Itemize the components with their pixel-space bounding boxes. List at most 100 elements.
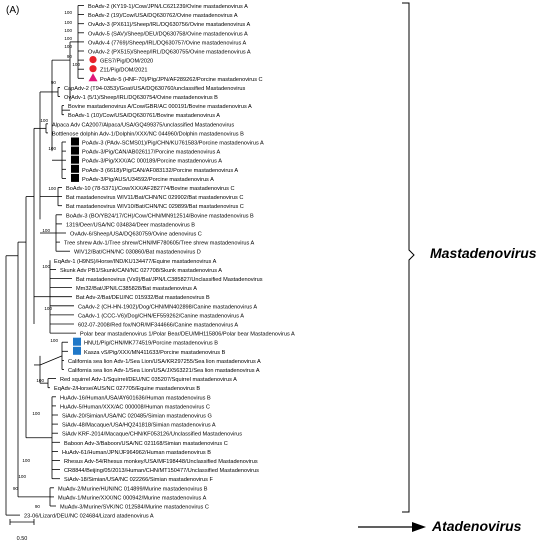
bootstrap-value: 100 [72, 62, 80, 67]
bootstrap-value: 100 [22, 458, 30, 463]
bootstrap-value: 100 [40, 118, 48, 123]
taxon-label: GES7/Pig/DOM/2020 [100, 59, 153, 65]
scale-bar: 0.50 [9, 519, 35, 542]
taxon-label: Mm32/Bat/JPN/LC385828/Bat mastadenovirus… [76, 286, 197, 292]
taxon-label: BoAdv-1 (10)/Cow/USA/DQ630761/Bovine mas… [68, 113, 220, 119]
taxon-label: CapAdv-2 (T94-0353)/Goat/USA/DQ630760/un… [64, 86, 245, 92]
taxon-label: Alpaca Adv CA2007/Alpaca/USA/GQ499375/un… [52, 122, 234, 128]
bootstrap-value: 90 [67, 54, 73, 59]
taxon-label: OvAdv-5 (SAV)/Sheep/DEU/DQ630758/Ovine m… [88, 31, 248, 37]
taxon-label: BoAdv-2 (KY19-1)/Cow/JPN/LC621239/Ovine … [88, 4, 248, 10]
taxon-label: MuAdv-1/Murine/XXX/NC 000942/Murine mast… [58, 495, 207, 501]
taxon-label: Bottlenose dolphin Adv-1/Dolphin/XXX/NC … [52, 131, 244, 137]
blue-square-marker-icon [73, 337, 81, 346]
bootstrap-value: 100 [64, 10, 72, 15]
branch-line [39, 355, 63, 366]
taxon-label: OvAdv-1 (5/1)/Sheep/IRL/DQ630754/Ovine m… [64, 95, 218, 101]
taxon-label: Bovine mastadenovirus A/Cow/GBR/AC 00019… [68, 104, 252, 110]
atadenovirus-label: Atadenovirus [431, 518, 522, 534]
bootstrap-values: 100 100 100 100 100 90 100 90 100 100 100 100 100 100… [13, 10, 81, 509]
red-circle-marker-icon [89, 56, 97, 64]
taxon-label: Polar bear mastadenovirus 1/Polar Bear/D… [80, 332, 295, 338]
taxon-label: EqAdv-1 (H9NS)/Horse/IND/KU134477/Equine… [54, 259, 217, 265]
scale-bar-label: 0.50 [17, 536, 28, 542]
taxon-label: SiAdv-20/Simian/USA/NC 020485/Simian mas… [62, 414, 212, 420]
black-square-marker-icon [71, 173, 79, 182]
taxon-label: Kasza vS/Pig/XXX/MN411633/Porcine mastad… [84, 350, 226, 356]
taxon-label: Bat mastadenovirus WIV11/Bat/CHN/NC 0299… [66, 195, 243, 201]
taxon-label: CR8844/Beijing/05/2013/Human/CHN/MT15047… [64, 468, 259, 474]
taxon-label: Rhesus Adv-54/Rhesus monkey/USA/MF198448… [64, 459, 258, 465]
taxon-label: Bat Adv-2/Bat/DEU/NC 015932/Bat mastaden… [76, 295, 210, 301]
taxon-label: MuAdv-3/Murine/SVK/NC 012584/Murine mast… [60, 505, 209, 511]
taxon-label: MuAdv-2/Murine/HUN/NC 014899/Murine mast… [58, 486, 208, 492]
bootstrap-value: 100 [50, 338, 58, 343]
taxon-label: SiAdv-48/Macaque/USA/HQ241818/Simian mas… [62, 423, 216, 429]
taxon-label: OvAdv-2 (PX515)/Sheep/IRL/DQ630755/Ovine… [88, 50, 251, 56]
taxon-label: Z11/Pig/DOM/2021 [100, 68, 147, 74]
bootstrap-value: 90 [35, 504, 41, 509]
taxon-label: PoAdv-3/Pig/AUS/U34592/Porcine mastadeno… [82, 177, 214, 183]
taxon-label: PoAdv-3/Pig/CAN/AB026117/Porcine mastade… [82, 150, 221, 156]
bootstrap-value: 100 [48, 146, 56, 151]
taxon-label: PoAdv-3/Pig/XXX/AC 000189/Porcine mastad… [82, 159, 222, 165]
bootstrap-value: 90 [13, 486, 19, 491]
bootstrap-value: 100 [44, 306, 52, 311]
taxon-label: SiAdv-18/Simian/USA/NC 022266/Simian mas… [64, 477, 214, 483]
tree-branches [5, 5, 84, 516]
bootstrap-value: 100 [64, 36, 72, 41]
taxon-label: EqAdv-2/Horse/AUS/NC 027705/Equine masta… [54, 386, 200, 392]
taxon-label: Red squirrel Adv-1/Squirrel/DEU/NC 03520… [60, 377, 237, 383]
panel-label: (A) [6, 5, 19, 16]
taxon-label: WIV12/Bat/CHN/NC 030860/Bat mastadenovir… [74, 250, 201, 256]
atadenovirus-arrow-head [412, 522, 426, 532]
taxon-label: OvAdv-6/Sheep/USA/DQ630759/Ovine adenovi… [70, 232, 202, 238]
black-square-marker-icon [71, 164, 79, 173]
taxon-label: HNU1/Pig/CHN/MK774519/Porcine mastadenov… [84, 341, 218, 347]
black-square-marker-icon [71, 155, 79, 164]
bootstrap-value: 100 [32, 411, 40, 416]
taxon-label: Baboon Adv-3/Baboon/USA/NC 021168/Simian… [64, 441, 228, 447]
bootstrap-value: 100 [48, 186, 56, 191]
taxon-label: Tree shrew Adv-1/Tree shrew/CHN/MF780605… [64, 241, 255, 247]
black-square-marker-icon [71, 146, 79, 155]
taxon-label: CaAdv-2 (CH-HN-1902)/Dog/CHN/MN402898/Ca… [78, 304, 257, 310]
taxon-label: HuAdv-5/Human/XXX/AC 000008/Human mastad… [60, 404, 210, 410]
taxon-label: 602-07-2008/Red fox/NOR/MF344666/Canine … [78, 323, 238, 329]
bootstrap-value: 100 [64, 44, 72, 49]
taxon-label: HuAdv-16/Human/USA/AY601636/Human mastad… [60, 395, 211, 401]
taxon-label: PoAdv-3 (6618)/Pig/CAN/AF083132/Porcine … [82, 168, 238, 174]
taxon-label: PoAdv-3 (PAdv-SCMS01)/Pig/CHN/KU761583/P… [82, 141, 264, 147]
taxa-labels: BoAdv-2 (KY19-1)/Cow/JPN/LC621239/Ovine … [24, 4, 295, 520]
taxon-label: OvAdv-3 (PX611)/Sheep/IRL/DQ630756/Ovine… [88, 22, 250, 28]
taxon-label: 23-06/Lizard/DEU/NC 024684/Lizard ataden… [24, 514, 154, 520]
magenta-triangle-marker-icon [88, 73, 98, 82]
taxon-label: California sea lion Adv-1/Sea Lion/USA/J… [68, 368, 260, 374]
taxon-label: HuAdv-61/Human/JPN/JF964962/Human mastad… [62, 450, 211, 456]
blue-square-marker-icon [73, 346, 81, 355]
mastadenovirus-bracket [402, 2, 415, 513]
taxon-label: BoAdv-10 (78-5371)/Cow/XXX/AF282774/Bovi… [66, 186, 235, 192]
taxon-label: BoAdv-2 (19)/Cow/USA/DQ630762/Ovine mast… [88, 13, 238, 19]
bootstrap-value: 100 [42, 264, 50, 269]
taxon-label: 1319/Deer/USA/NC 034834/Deer mastadenovi… [66, 222, 195, 228]
bootstrap-value: 100 [64, 28, 72, 33]
clade-brackets: Mastadenovirus Atadenovirus [358, 2, 537, 534]
taxon-label: CaAdv-1 (CCC-V6)/Dog/CHN/EF559262/Canine… [78, 313, 244, 319]
taxon-label: BoAdv-3 (BO/YB24/17/CH)/Cow/CHN/MN912514… [66, 213, 254, 219]
bootstrap-value: 100 [42, 228, 50, 233]
bootstrap-value: 90 [51, 80, 57, 85]
taxon-label: Skunk Adv PB1/Skunk/CAN/NC 027708/Skunk … [60, 268, 222, 274]
taxon-label: PoAdv-5 (HNF-70)/Pig/JPN/AF289262/Porcin… [100, 77, 263, 83]
taxon-label: OvAdv-4 (7769)/Sheep/IRL/DQ630757/Ovine … [88, 40, 247, 46]
mastadenovirus-label: Mastadenovirus [430, 245, 537, 261]
taxon-label: Bat mastadenovirus (Vs9)/Bat/JPN/LC38582… [76, 277, 263, 283]
bootstrap-value: 100 [64, 20, 72, 25]
taxon-label: California sea lion Adv-1/Sea Lion/USA/K… [68, 359, 261, 365]
black-square-marker-icon [71, 137, 79, 146]
bootstrap-value: 100 [36, 378, 44, 383]
taxon-label: SiAdv KRF-2014/Macaque/CHN/KF053126/Uncl… [62, 432, 242, 438]
red-circle-marker-icon [89, 65, 97, 73]
